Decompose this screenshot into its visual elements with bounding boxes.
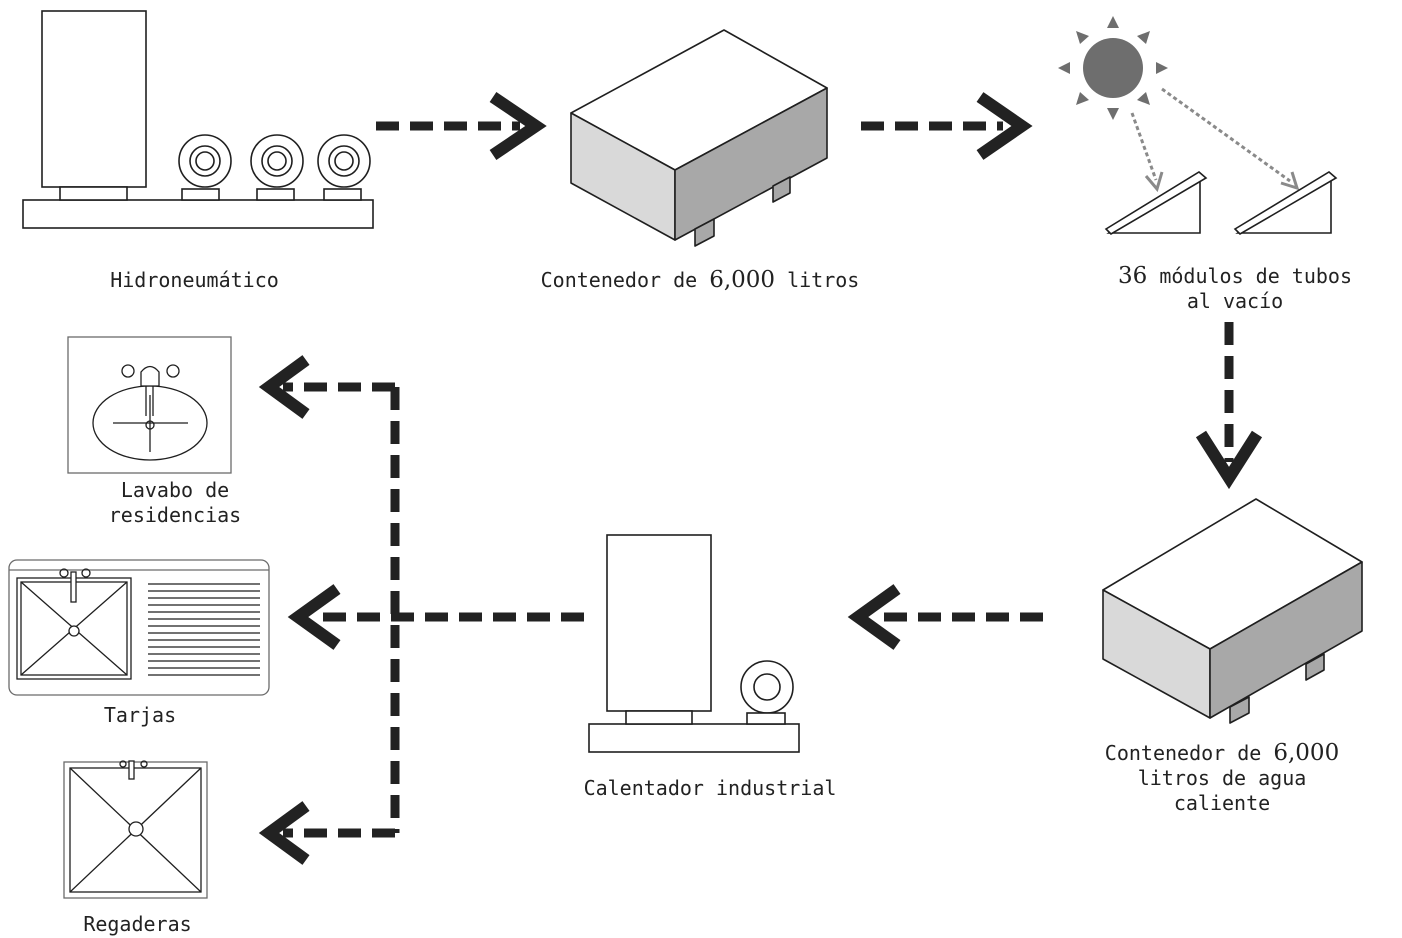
drainboard-lines <box>148 583 260 676</box>
sun-ray-arrowheads <box>1144 171 1300 193</box>
hydropneumatic-system-icon <box>22 10 374 229</box>
label-hot-water-tank: Contenedor de 6,000 litros de agua calie… <box>1104 740 1340 816</box>
flow-arrows <box>258 92 1263 865</box>
water-tank-6000-icon <box>570 29 828 247</box>
industrial-heater-icon <box>588 534 800 753</box>
label-solar-modules: 36 módulos de tubos al vacío <box>1118 263 1352 314</box>
shower-icon <box>63 760 208 899</box>
label-washbasin: Lavabo de residencias <box>108 478 242 527</box>
sun-icon <box>1058 16 1168 120</box>
label-sinks: Tarjas <box>103 703 177 727</box>
label-showers: Regaderas <box>83 912 192 936</box>
solar-panel-icon <box>1104 171 1338 236</box>
hot-water-tank-6000-icon <box>1102 498 1363 724</box>
label-tank-6000: Contenedor de 6,000 litros <box>540 267 860 293</box>
sink-icon <box>8 559 270 696</box>
washbasin-icon <box>67 336 232 474</box>
label-industrial-heater: Calentador industrial <box>583 776 837 800</box>
sun-ray-arrows <box>1130 87 1291 183</box>
label-hydropneumatic: Hidroneumático <box>110 268 279 292</box>
